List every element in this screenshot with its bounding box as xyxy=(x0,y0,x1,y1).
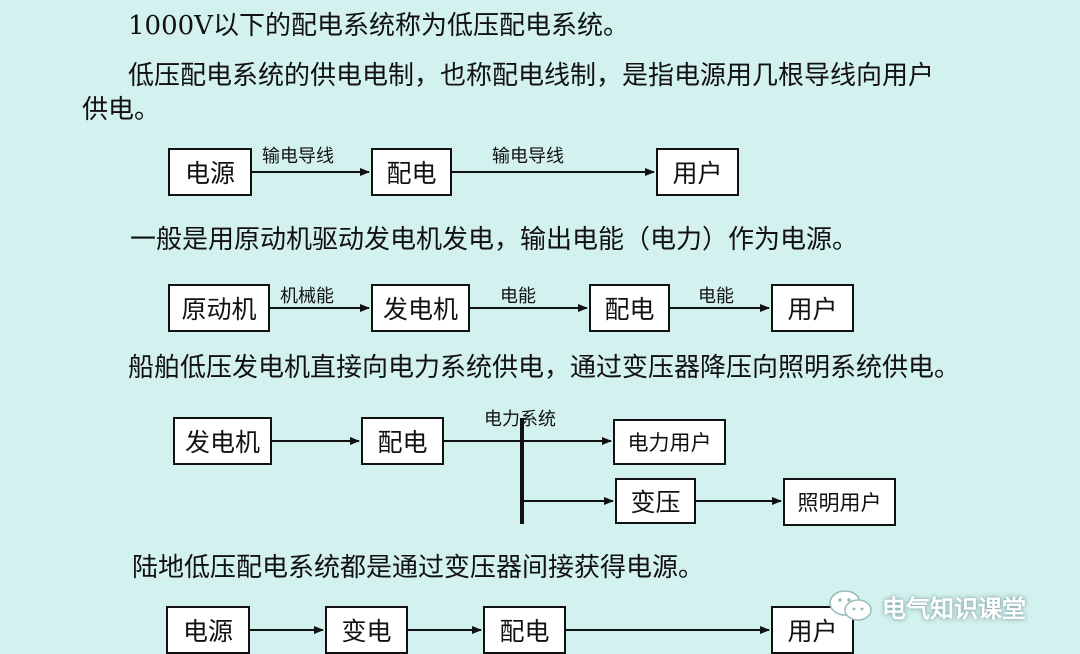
d4-box-substation: 变电 xyxy=(325,606,408,654)
d3-box-transformer: 变压 xyxy=(615,478,696,524)
d4-box-power-source: 电源 xyxy=(166,606,250,654)
d4-box-user: 用户 xyxy=(771,606,854,654)
paragraph-1: 1000V以下的配电系统称为低压配电系统。 xyxy=(128,11,629,41)
d4-box-distribution: 配电 xyxy=(483,606,566,654)
d1-box-distribution: 配电 xyxy=(371,148,452,196)
d2-label-3: 电能 xyxy=(698,286,734,307)
d3-box-generator: 发电机 xyxy=(173,417,272,465)
d1-label-1: 输电导线 xyxy=(262,146,334,167)
d2-box-prime-mover: 原动机 xyxy=(168,284,270,332)
wechat-icon xyxy=(829,590,872,621)
d3-box-lighting-user: 照明用户 xyxy=(783,478,896,526)
d1-label-2: 输电导线 xyxy=(492,146,564,167)
d2-box-distribution: 配电 xyxy=(589,284,670,332)
paragraph-4: 船舶低压发电机直接向电力系统供电，通过变压器降压向照明系统供电。 xyxy=(128,353,961,383)
d2-label-2: 电能 xyxy=(500,286,536,307)
paragraph-3: 一般是用原动机驱动发电机发电，输出电能（电力）作为电源。 xyxy=(130,225,859,255)
watermark: 电气知识课堂 xyxy=(828,588,1026,624)
paragraph-2-line-1: 低压配电系统的供电电制，也称配电线制，是指电源用几根导线向用户 xyxy=(128,61,935,91)
d3-box-power-user: 电力用户 xyxy=(613,419,726,465)
paragraph-5: 陆地低压配电系统都是通过变压器间接获得电源。 xyxy=(132,553,705,583)
d3-bus-label: 电力系统 xyxy=(484,409,556,430)
d3-box-distribution: 配电 xyxy=(361,417,444,465)
d2-box-generator: 发电机 xyxy=(371,284,470,332)
d1-box-user: 用户 xyxy=(656,148,739,196)
paragraph-2-line-2: 供电。 xyxy=(82,95,161,125)
d1-box-power-source: 电源 xyxy=(168,148,252,196)
d2-box-user: 用户 xyxy=(771,284,854,332)
watermark-text: 电气知识课堂 xyxy=(882,594,1026,623)
d2-label-1: 机械能 xyxy=(280,286,334,307)
